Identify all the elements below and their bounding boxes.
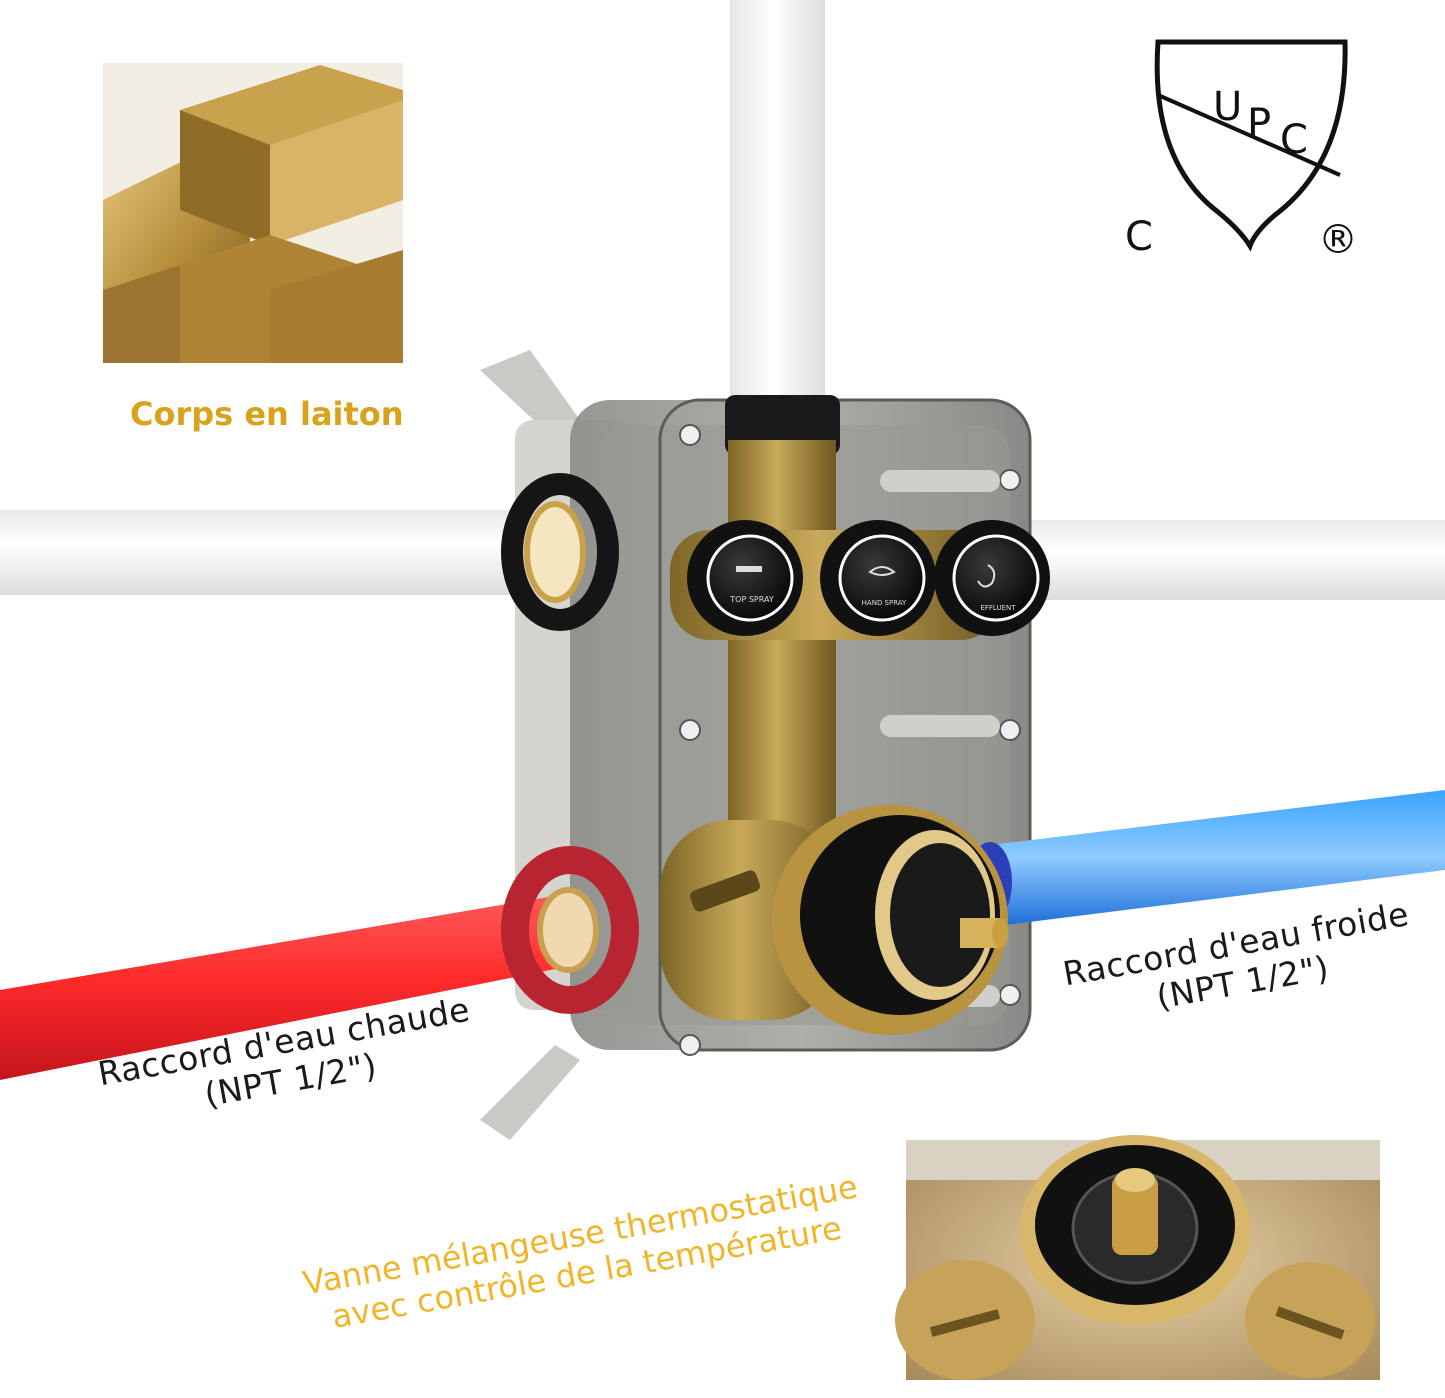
upc-letter-c: C: [1280, 117, 1308, 163]
knob-effluent[interactable]: [934, 520, 1050, 636]
brass-body-label: Corps en laiton: [130, 395, 404, 433]
thermostatic-cartridge: [772, 805, 1008, 1035]
knob-hand-spray[interactable]: [820, 520, 936, 636]
spout-icon: [977, 564, 996, 588]
upc-prefix-c: C: [1125, 214, 1153, 260]
brass-bars-photo: [103, 63, 403, 363]
knob-top-spray[interactable]: [687, 520, 803, 636]
registered-mark: ®: [1318, 217, 1358, 263]
knob-label-effluent: EFFLUENT: [980, 604, 1016, 612]
knob-label-hand-spray: HAND SPRAY: [862, 599, 907, 607]
hand-shower-icon: [868, 566, 896, 576]
knob-label-top-spray: TOP SPRAY: [729, 595, 774, 604]
rain-shower-icon: [736, 566, 762, 572]
diverter-knobs: [687, 520, 1050, 636]
upc-letter-p: P: [1247, 101, 1271, 147]
upc-letter-u: U: [1213, 84, 1242, 130]
left-coupling: [501, 473, 619, 631]
cartridge-closeup-photo: [895, 1135, 1380, 1380]
hot-water-pipe: [0, 846, 639, 1080]
white-pipes: [0, 0, 1445, 600]
shield-icon: [1154, 39, 1348, 252]
upc-certification-mark: U P C C ®: [1125, 39, 1358, 263]
